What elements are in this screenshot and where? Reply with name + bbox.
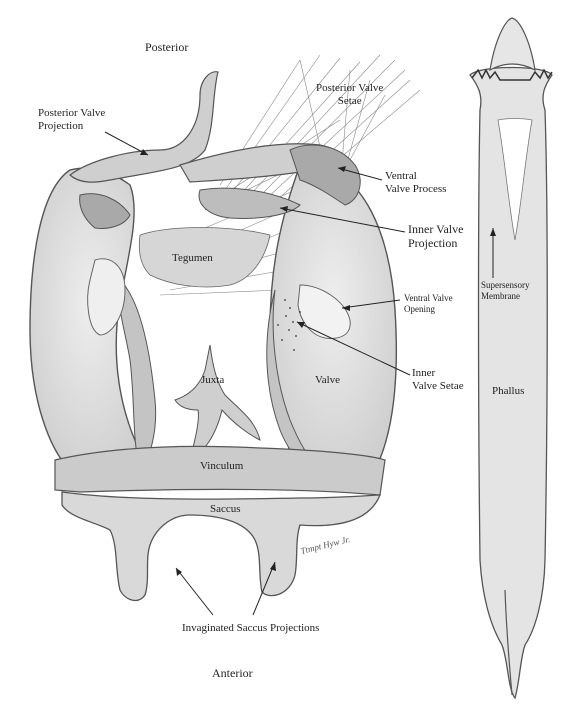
phallus-tip xyxy=(490,18,535,70)
inner-valve-setae-label: Inner Valve Setae xyxy=(412,367,464,393)
ventral-valve-opening-label: Ventral Valve Opening xyxy=(404,293,453,315)
anterior-label: Anterior xyxy=(212,666,253,680)
juxta xyxy=(175,345,260,460)
tegumen-label: Tegumen xyxy=(172,252,213,265)
invaginated-saccus-projections-label: Invaginated Saccus Projections xyxy=(182,622,319,635)
valve-label: Valve xyxy=(315,374,340,387)
saccus-label: Saccus xyxy=(210,503,241,516)
posterior-valve-projection-label: Posterior Valve Projection xyxy=(38,107,105,133)
inner-valve-projection-label: Inner Valve Projection xyxy=(408,222,463,250)
vinculum-label: Vinculum xyxy=(200,460,243,473)
left-valve-opening xyxy=(88,259,125,335)
phallus-label: Phallus xyxy=(492,385,524,398)
juxta-label: Juxta xyxy=(201,374,224,387)
ventral-valve-process-label: Ventral Valve Process xyxy=(385,170,446,196)
supersensory-membrane-label: Supersensory Membrane xyxy=(481,280,530,302)
posterior-label: Posterior xyxy=(145,40,188,54)
posterior-valve-setae-label: Posterior Valve Setae xyxy=(316,82,383,108)
